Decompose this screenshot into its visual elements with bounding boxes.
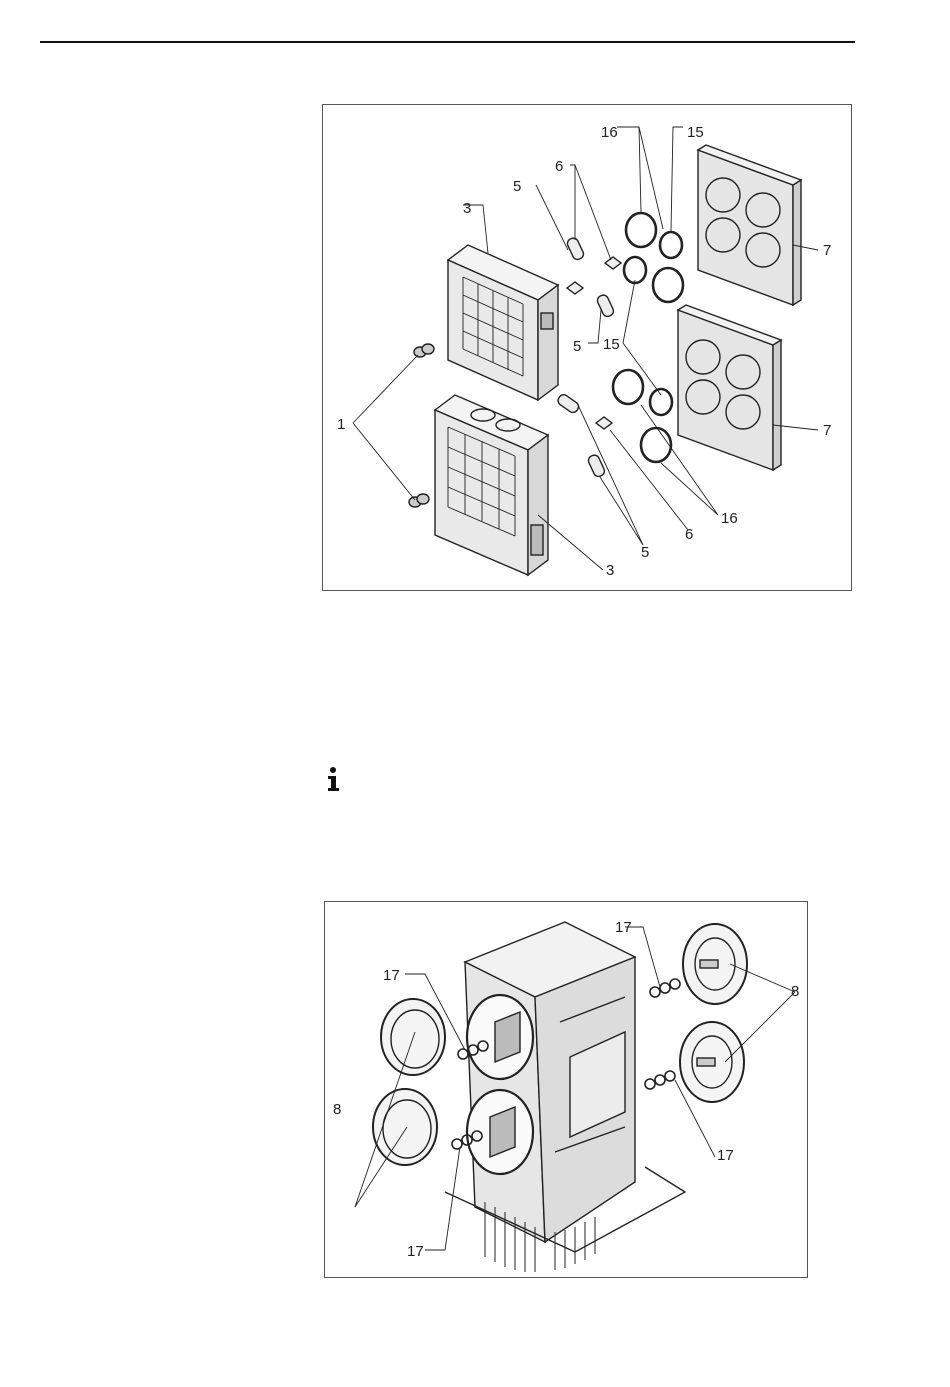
callout-15-mid: 15 — [603, 336, 620, 353]
info-icon — [325, 766, 341, 792]
callout-17-top-left: 17 — [383, 967, 400, 984]
valve-plates-drawing: 16 15 6 5 3 7 5 15 1 7 16 6 5 3 — [323, 105, 851, 590]
callout-17-top-right: 17 — [615, 919, 632, 936]
callout-3-top: 3 — [463, 200, 471, 217]
callout-5-top: 5 — [513, 178, 521, 195]
callout-1: 1 — [337, 416, 345, 433]
callout-5-bottom: 5 — [641, 544, 649, 561]
callout-17-right: 17 — [717, 1147, 734, 1164]
callout-7-bottom: 7 — [823, 422, 831, 439]
callout-17-bottom: 17 — [407, 1243, 424, 1260]
callout-16-top: 16 — [601, 124, 618, 141]
callout-7-top: 7 — [823, 242, 831, 259]
exploded-view-diaphragms: 17 17 8 8 17 17 — [324, 901, 808, 1278]
exploded-view-valve-plates: 16 15 6 5 3 7 5 15 1 7 16 6 5 3 — [322, 104, 852, 591]
callout-8-left: 8 — [333, 1101, 341, 1118]
callout-6-bottom: 6 — [685, 526, 693, 543]
diaphragms-drawing: 17 17 8 8 17 17 — [325, 902, 807, 1277]
callout-3-bottom: 3 — [606, 562, 614, 579]
header-rule — [40, 41, 855, 43]
callout-5-mid: 5 — [573, 338, 581, 355]
callout-16-bottom: 16 — [721, 510, 738, 527]
callout-15-top: 15 — [687, 124, 704, 141]
callout-6-top: 6 — [555, 158, 563, 175]
callout-8-right: 8 — [791, 983, 799, 1000]
